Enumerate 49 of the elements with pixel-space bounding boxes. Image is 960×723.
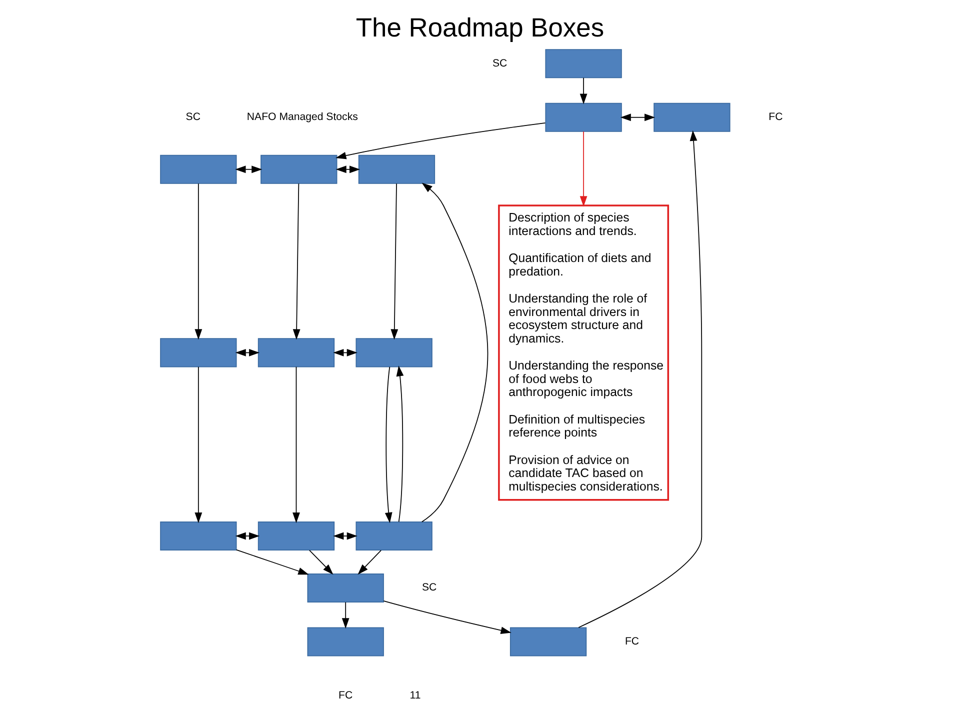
label: SC <box>186 111 200 124</box>
arrow <box>580 131 588 207</box>
arrow <box>236 549 309 575</box>
label: SC <box>422 582 437 594</box>
node-box <box>307 627 384 656</box>
node-box <box>160 521 237 551</box>
arrow <box>620 114 656 122</box>
arrow <box>235 532 260 540</box>
node-box <box>307 573 384 603</box>
diagram-title: The Roadmap Boxes <box>356 12 604 42</box>
label: 11 <box>410 689 421 702</box>
arrow <box>342 602 350 629</box>
node-box <box>356 338 432 368</box>
node-box <box>258 338 335 368</box>
node-box <box>510 627 587 656</box>
label: NAFO Managed Stocks <box>246 111 358 124</box>
node-box <box>260 154 338 184</box>
arrow <box>421 182 488 522</box>
arrow <box>358 550 382 575</box>
arrow <box>194 366 202 524</box>
arrow <box>235 348 260 356</box>
node-box <box>258 521 335 551</box>
node-box <box>545 49 622 78</box>
arrow <box>194 183 202 340</box>
arrow <box>235 166 262 174</box>
node-box: Description of species interactions and trends. Quantification of diets and predation. Understanding the role of environmental drivers in ecosystem structure and dynamics. Understanding the response of food webs to anthropogenic impacts Definition of multispecies reference points Provision of advice on candidate TAC based on multispecies considerations. <box>498 204 670 501</box>
arrow <box>333 348 358 356</box>
label: SC <box>492 57 508 70</box>
label: FC <box>624 635 640 648</box>
arrow <box>292 183 300 340</box>
node-box <box>356 521 432 551</box>
node-box <box>654 102 730 132</box>
arrow <box>580 77 588 104</box>
node-box <box>358 154 436 184</box>
node-box <box>545 102 622 132</box>
arrow <box>390 183 398 340</box>
node-box <box>160 154 237 184</box>
arrow <box>383 600 512 634</box>
arrow <box>336 122 546 160</box>
node-box <box>160 338 237 368</box>
label: FC <box>768 111 783 124</box>
arrow <box>292 366 300 524</box>
arrow <box>384 366 392 524</box>
arrow <box>309 550 334 575</box>
arrow <box>333 532 358 540</box>
arrow <box>578 130 702 628</box>
arrow <box>396 366 404 522</box>
label: FC <box>338 689 353 702</box>
arrow <box>336 166 360 174</box>
